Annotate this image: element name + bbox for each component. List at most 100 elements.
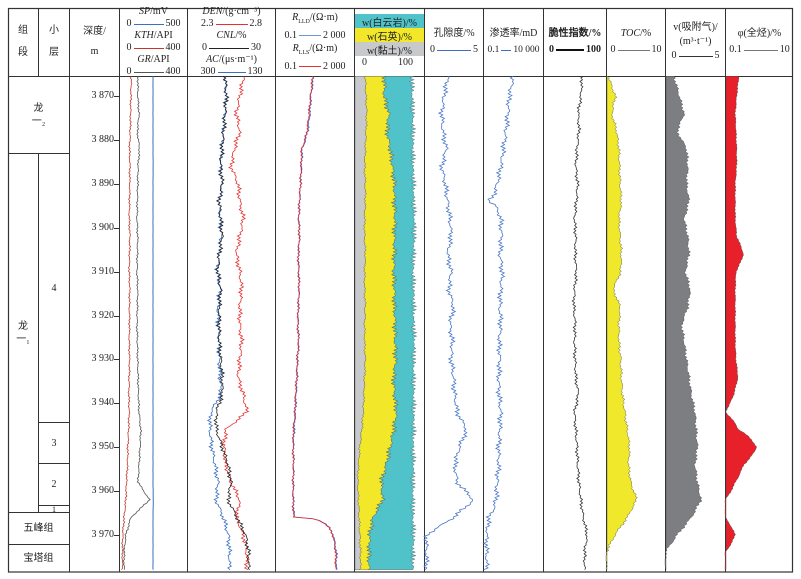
curve-kth <box>121 76 133 570</box>
rlld-scale: 0.1 2 000 <box>285 29 346 42</box>
stratum-long1-2: 龙 一₂ <box>31 103 46 127</box>
legend-clay: w(黏土)/% <box>355 42 424 57</box>
area-toc <box>605 76 638 570</box>
porosity-label: 孔隙度/% <box>433 28 475 39</box>
layer-4: 4 <box>51 282 57 294</box>
curve-cnl <box>213 75 252 570</box>
depth-tick-label: 3 920 <box>91 309 115 321</box>
layer-1: 1 <box>52 504 56 514</box>
brittleness-max: 100 <box>586 44 601 55</box>
brittleness-label: 脆性指数/% <box>548 28 602 39</box>
rlld-unit: /(Ω·m) <box>309 12 338 23</box>
kth-max: 400 <box>165 42 181 53</box>
depth-tick-label: 3 880 <box>91 133 115 145</box>
rlld-sub: LLD <box>298 19 310 25</box>
porosity-max: 5 <box>473 44 478 55</box>
depth-tick-mark <box>114 491 119 493</box>
area-total_hydrocarbon <box>724 76 757 570</box>
sp-min: 0 <box>126 18 132 29</box>
stratum-baota: 宝塔组 <box>23 553 54 564</box>
curve-den <box>221 76 251 571</box>
gas-min: 0 <box>671 50 677 61</box>
gr-min: 0 <box>126 66 132 77</box>
gas-label-1: v(吸附气)/ <box>673 22 718 33</box>
legend-dolomite: w(白云岩)/% <box>355 14 424 29</box>
ac-max: 130 <box>247 66 263 77</box>
curve-gr <box>122 76 151 570</box>
depth-tick-mark <box>114 403 119 405</box>
rlld-name: R <box>292 12 299 23</box>
curve-permeability <box>482 75 515 571</box>
layer-3: 3 <box>51 437 57 449</box>
brittleness-min: 0 <box>549 44 554 55</box>
mineral-min: 0 <box>362 57 367 68</box>
depth-tick-label: 3 930 <box>91 353 115 365</box>
area-adsorbed_gas <box>664 76 703 570</box>
depth-tick-mark <box>114 139 119 141</box>
rlls-scale: 0.1 2 000 <box>285 60 346 73</box>
sp-name: SP <box>139 6 151 17</box>
toc-name: TOC <box>620 28 641 39</box>
gr-max: 400 <box>165 66 181 77</box>
toc-unit: /% <box>640 28 652 39</box>
gas-max: 5 <box>714 50 720 61</box>
kth-name: KTH <box>134 30 154 41</box>
rlls-name: R <box>292 43 299 54</box>
cnl-unit: /% <box>235 30 247 41</box>
thc-label: φ(全烃)/% <box>737 28 782 39</box>
depth-tick-label: 3 910 <box>91 265 115 277</box>
stratum-long1-1: 龙 一₁ <box>16 321 30 345</box>
rlls-min: 0.1 <box>284 61 298 72</box>
depth-tick-label: 3 900 <box>91 221 115 233</box>
depth-tick-label: 3 890 <box>91 177 115 189</box>
thc-max: 10 <box>779 44 790 55</box>
ac-scale: 300 130 <box>201 66 263 78</box>
gr-name: GR <box>137 54 151 65</box>
cnl-min: 0 <box>202 42 207 53</box>
depth-tick-mark <box>114 447 119 449</box>
kth-unit: /API <box>153 30 173 41</box>
rlld-min: 0.1 <box>284 30 298 41</box>
brittleness-scale: 0 100 <box>549 42 601 58</box>
depth-tick-label: 3 940 <box>91 397 115 409</box>
sp-unit: /mV <box>150 6 168 17</box>
depth-tick-mark <box>114 535 119 536</box>
mineral-max: 100 <box>398 57 413 68</box>
stratum-wufeng: 五峰组 <box>23 523 54 534</box>
layer-2: 2 <box>51 479 57 490</box>
curve-brittleness <box>571 75 589 570</box>
ac-unit: /(μs·m⁻¹) <box>218 54 257 65</box>
depth-tick-label: 3 970 <box>91 529 115 540</box>
header-brittleness: 脆性指数/% 0 100 <box>544 8 606 76</box>
depth-tick-mark <box>114 359 119 361</box>
ac-name: AC <box>206 54 219 65</box>
toc-min: 0 <box>610 44 616 55</box>
gas-label-2: (m³·t⁻¹) <box>679 36 712 47</box>
porosity-min: 0 <box>430 44 435 55</box>
permeability-min: 0.1 <box>487 45 500 55</box>
ac-min: 300 <box>200 66 216 77</box>
curve-rlls <box>291 76 338 570</box>
depth-tick-mark <box>114 227 119 229</box>
rlld-max: 2 000 <box>323 30 346 41</box>
gr-scale: 0 400 <box>127 66 181 78</box>
rlls-sub: LLS <box>298 50 310 56</box>
rlls-max: 2 000 <box>323 61 346 72</box>
depth-tick-label: 3 950 <box>91 441 115 453</box>
